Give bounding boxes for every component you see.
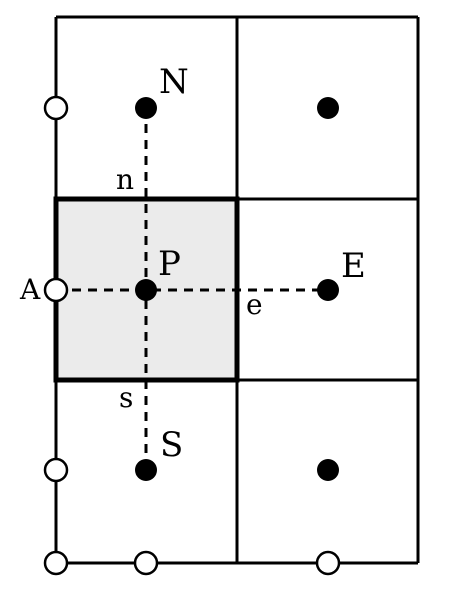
boundary-nodes: [43, 95, 341, 576]
node-p-dot: [135, 279, 157, 301]
label-n-face: n: [116, 163, 134, 196]
label-n-node: N: [159, 62, 189, 102]
boundary-node-a: [43, 277, 69, 303]
label-s-node: S: [160, 425, 183, 465]
boundary-node-corner: [43, 550, 69, 576]
node-ne-dot: [317, 97, 339, 119]
node-e-dot: [317, 279, 339, 301]
dashed-connectors: [56, 108, 328, 470]
label-s-face: s: [119, 381, 133, 414]
cell-center-nodes: [135, 97, 339, 481]
node-s-dot: [135, 459, 157, 481]
boundary-node-bottom-e: [315, 550, 341, 576]
node-se-dot: [317, 459, 339, 481]
boundary-node-bottom-p: [133, 550, 159, 576]
label-e-face: e: [246, 288, 263, 321]
node-n-dot: [135, 97, 157, 119]
label-e-node: E: [341, 246, 366, 286]
boundary-node-left-bottom: [43, 457, 69, 483]
label-p-node: P: [158, 244, 181, 284]
label-a-boundary: A: [19, 273, 41, 306]
boundary-node-left-top: [43, 95, 69, 121]
